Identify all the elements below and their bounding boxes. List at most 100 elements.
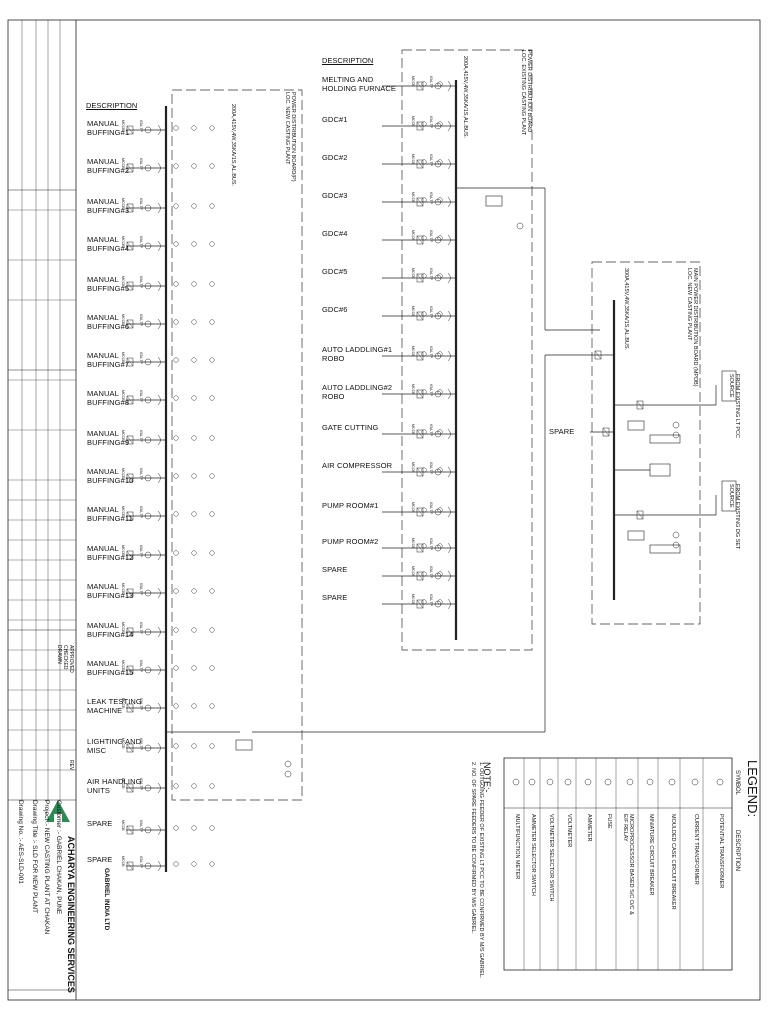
center-feeder-label: GDC#3 <box>322 191 348 200</box>
center-meter-2-0 <box>421 159 427 165</box>
left-meter-11-2 <box>209 550 215 556</box>
left-meter-9-0 <box>173 473 179 479</box>
left-feeder-label: MANUAL BUFFING#14 <box>87 621 134 639</box>
center-switch-1 <box>447 120 451 132</box>
left-meter-9-2 <box>209 473 215 479</box>
left-board-enclosure <box>171 89 303 801</box>
center-rating-label-11: 63A,TP <box>429 502 433 515</box>
mpdb-incomer-2-interlock <box>649 544 681 554</box>
left-mccb-0 <box>126 125 134 135</box>
center-rating-label-9: 63A,TP <box>429 424 433 437</box>
center-device-label-6: MCCB <box>411 306 415 317</box>
center-meter-6-0 <box>421 311 427 317</box>
left-switch-5 <box>157 318 161 330</box>
center-device-label-14: MCCB <box>411 594 415 605</box>
left-incomer-ammeter <box>284 760 292 768</box>
center-switch-4 <box>447 234 451 246</box>
center-rating-label-8: 63A,TP <box>429 384 433 397</box>
left-meter-1-0 <box>173 163 179 169</box>
center-rating-label-12: 63A,TP <box>429 538 433 551</box>
left-meter-3-1 <box>191 241 197 247</box>
left-feeder-label: MANUAL BUFFING#5 <box>87 275 130 293</box>
legend-symbol-3 <box>646 778 654 786</box>
left-mccb-12 <box>126 588 134 598</box>
left-meter-8-1 <box>191 435 197 441</box>
left-switch-15 <box>157 702 161 714</box>
left-ct-8 <box>144 436 152 444</box>
left-meter-14-1 <box>191 665 197 671</box>
center-meter-11-1 <box>437 507 443 513</box>
left-ct-19 <box>144 862 152 870</box>
left-feeder-label: MANUAL BUFFING#9 <box>87 429 130 447</box>
left-device-label-4: MCCB <box>121 276 125 287</box>
center-feeder-label: GDC#6 <box>322 305 348 314</box>
left-rating-label-8: 63A,TP <box>139 430 143 443</box>
left-switch-11 <box>157 549 161 561</box>
left-meter-17-2 <box>209 783 215 789</box>
left-meter-19-1 <box>191 861 197 867</box>
firm-logo-icon <box>46 800 70 822</box>
left-ct-3 <box>144 242 152 250</box>
left-meter-3-0 <box>173 241 179 247</box>
center-incomer-ammeter <box>516 222 524 230</box>
rev-label: REV <box>68 760 74 771</box>
left-meter-1-2 <box>209 163 215 169</box>
left-meter-12-1 <box>191 588 197 594</box>
left-meter-7-1 <box>191 395 197 401</box>
legend-row-label: MULTIFUNCTION METER <box>514 814 520 880</box>
mpdb-incomer-1-mccb <box>636 400 644 410</box>
left-rating-label-14: 63A,TP <box>139 660 143 673</box>
left-feeder-label: MANUAL BUFFING#6 <box>87 313 130 331</box>
left-rating-label-19: 63A,TP <box>139 856 143 869</box>
mpdb-bus-coupler-box <box>649 463 671 477</box>
left-mccb-15 <box>126 703 134 713</box>
left-meter-15-1 <box>191 703 197 709</box>
mpdb-incomer-2-ammeter <box>672 531 680 539</box>
center-switch-14 <box>447 598 451 610</box>
left-rating-label-18: 63A,TP <box>139 820 143 833</box>
center-meter-4-1 <box>437 235 443 241</box>
left-meter-12-2 <box>209 588 215 594</box>
customer-line: Customer :- GABRIEL CHAKAN, PUNE <box>55 800 62 915</box>
drawing-number-line: Drawing No. :- AES-SLD-001 <box>17 800 24 884</box>
note-2: 2. NO. OF SPARE FEEDERS TO BE CONFIRMED … <box>470 762 476 934</box>
left-ct-0 <box>144 126 152 134</box>
left-mccb-18 <box>126 825 134 835</box>
left-rating-label-3: 63A,TP <box>139 236 143 249</box>
left-meter-4-2 <box>209 281 215 287</box>
center-feeder-label: AIR COMPRESSOR <box>322 461 393 470</box>
left-switch-12 <box>157 587 161 599</box>
left-meter-2-2 <box>209 203 215 209</box>
main-distribution-board <box>544 261 737 732</box>
left-device-label-16: MCCB <box>121 738 125 749</box>
center-rating-label-10: 63A,TP <box>429 462 433 475</box>
mpdb-bus-rating: 300A,415V,4W,35KA/1S,AL.BUS. <box>623 268 629 351</box>
left-meter-8-0 <box>173 435 179 441</box>
center-switch-0 <box>447 80 451 92</box>
center-feeder-label: GDC#1 <box>322 115 348 124</box>
center-switch-8 <box>447 388 451 400</box>
center-device-label-2: MCCB <box>411 154 415 165</box>
left-feeder-label: MANUAL BUFFING#2 <box>87 157 130 175</box>
left-meter-5-2 <box>209 319 215 325</box>
center-device-label-5: MCCB <box>411 268 415 279</box>
center-meter-13-1 <box>437 571 443 577</box>
note-1: 1. OUTGOING FEEDER OF EXISTING LT PCC TO… <box>478 762 484 979</box>
center-device-label-7: MCCB <box>411 346 415 357</box>
left-meter-19-2 <box>209 861 215 867</box>
center-feeder-label: GDC#5 <box>322 267 348 276</box>
center-description-header: DESCRIPTION <box>322 56 374 65</box>
left-ct-1 <box>144 164 152 172</box>
legend-symbol-10 <box>512 778 520 786</box>
center-switch-9 <box>447 428 451 440</box>
center-meter-3-1 <box>437 197 443 203</box>
left-device-label-7: MCCB <box>121 390 125 401</box>
left-feeder-label: MANUAL BUFFING#7 <box>87 351 130 369</box>
left-device-label-5: MCCB <box>121 314 125 325</box>
left-description-header: DESCRIPTION <box>86 101 138 110</box>
left-mccb-5 <box>126 319 134 329</box>
drawn-label: DRAWN <box>56 645 62 664</box>
left-meter-2-0 <box>173 203 179 209</box>
left-feeder-label: LIGHTING AND MISC <box>87 737 142 755</box>
